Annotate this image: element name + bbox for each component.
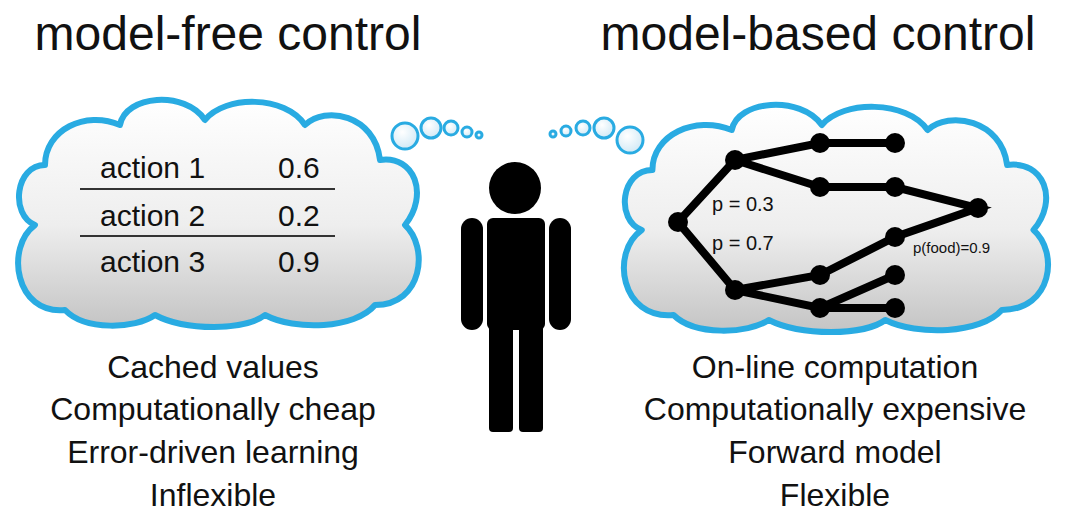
action-name: action 3 xyxy=(100,245,205,278)
cloud-outline xyxy=(5,75,430,330)
tree-branch xyxy=(820,275,895,308)
action-value: 0.2 xyxy=(278,199,320,232)
tree-dot xyxy=(885,227,905,247)
tree-dot xyxy=(885,133,905,153)
tree-dot xyxy=(885,177,905,197)
decision-tree xyxy=(678,143,978,308)
tree-dot xyxy=(968,198,988,218)
probability-label: p = 0.7 xyxy=(712,232,774,254)
person-torso xyxy=(487,218,545,330)
action-value: 0.6 xyxy=(278,151,320,184)
thought-bubbles xyxy=(392,118,643,153)
thought-bubble xyxy=(550,131,556,137)
thought-bubble xyxy=(576,121,590,135)
action-name: action 2 xyxy=(100,199,205,232)
property-line: On-line computation xyxy=(692,350,978,385)
tree-nodes xyxy=(668,133,988,318)
tree-dot xyxy=(810,265,830,285)
action-name: action 1 xyxy=(100,151,205,184)
person-head xyxy=(489,162,541,214)
person-arm xyxy=(549,218,571,330)
thought-cloud: action 1 0.6 action 2 0.2 action 3 0.9 xyxy=(5,75,430,330)
probability-label: p = 0.3 xyxy=(712,193,774,215)
person-silhouette xyxy=(461,162,571,432)
thought-bubble xyxy=(594,118,614,138)
property-line: Error-driven learning xyxy=(67,435,359,470)
tree-dot xyxy=(810,177,830,197)
thought-bubble xyxy=(444,121,458,135)
table-rule xyxy=(80,235,335,237)
property-line: Computationally expensive xyxy=(644,392,1026,427)
tree-dot xyxy=(725,150,745,170)
thought-bubble xyxy=(476,132,482,138)
tree-dot xyxy=(885,298,905,318)
tree-dot xyxy=(885,265,905,285)
panel-title: model-based control xyxy=(601,8,1036,61)
property-line: Flexible xyxy=(780,478,890,513)
thought-bubble xyxy=(617,127,643,153)
property-line: Inflexible xyxy=(150,478,276,513)
cloud-outline xyxy=(610,80,1060,335)
action-value: 0.9 xyxy=(278,245,320,278)
thought-bubble xyxy=(462,127,472,137)
property-line: Forward model xyxy=(728,435,941,470)
property-line: Cached values xyxy=(107,350,319,385)
panel-title: model-free control xyxy=(35,8,422,61)
person-leg xyxy=(489,318,513,432)
person-leg xyxy=(519,318,543,432)
tree-dot xyxy=(668,212,688,232)
thought-bubble xyxy=(421,118,441,138)
thought-cloud: p = 0.3 p = 0.7 p(food)=0.9 xyxy=(610,80,1060,335)
probability-label: p(food)=0.9 xyxy=(913,240,990,257)
property-line: Computationally cheap xyxy=(50,392,376,427)
thought-bubble xyxy=(561,126,571,136)
cloud-shape xyxy=(18,100,419,327)
tree-dot xyxy=(810,298,830,318)
tree-branch xyxy=(735,143,978,308)
person-arm xyxy=(461,218,483,330)
table-rules xyxy=(80,189,335,236)
cloud-shape xyxy=(624,105,1048,332)
tree-dot xyxy=(725,280,745,300)
tree-dot xyxy=(810,133,830,153)
thought-bubble xyxy=(392,123,418,149)
table-rule xyxy=(80,188,335,190)
